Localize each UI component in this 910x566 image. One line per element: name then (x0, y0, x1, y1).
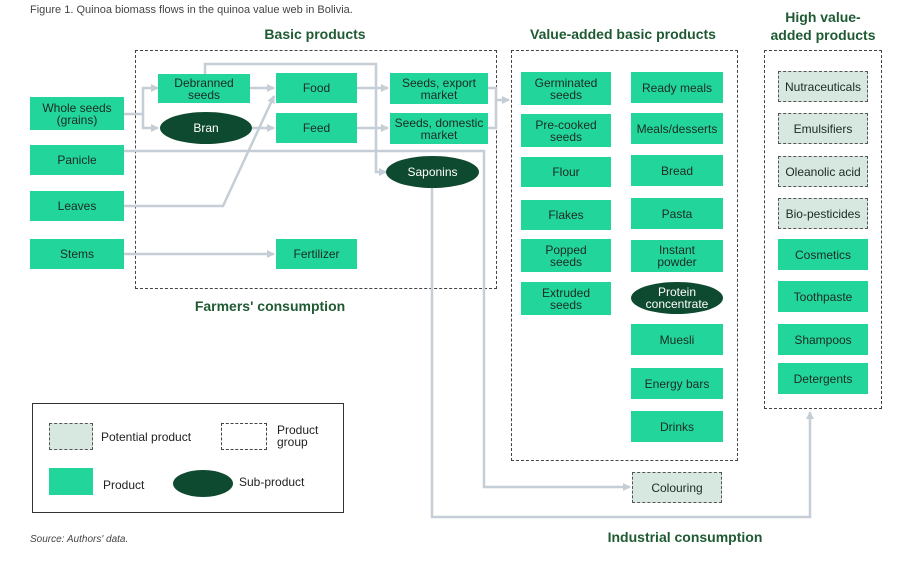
legend-product-swatch (49, 468, 93, 495)
node-shampoos: Shampoos (778, 324, 868, 355)
legend-group-swatch (221, 423, 267, 450)
node-leaves: Leaves (30, 191, 124, 221)
figure-caption: Figure 1. Quinoa biomass flows in the qu… (30, 4, 353, 16)
node-pre-cooked-seeds: Pre-cooked seeds (521, 114, 611, 147)
legend-subproduct-swatch (173, 470, 233, 497)
flow-top-line (203, 62, 387, 176)
heading-industrial-consumption: Industrial consumption (607, 529, 763, 545)
legend-group-label: Product group (277, 423, 319, 449)
value-added-group (511, 50, 738, 461)
node-protein-concentrate: Protein concentrate (631, 282, 723, 314)
flow-seeds-to-debranned (124, 84, 159, 116)
flow-seeds-to-bran (141, 114, 159, 132)
node-seeds-export: Seeds, export market (390, 73, 488, 104)
basic-products-group (135, 50, 497, 289)
node-extruded-seeds: Extruded seeds (521, 282, 611, 315)
node-flour: Flour (521, 157, 611, 187)
node-toothpaste: Toothpaste (778, 281, 868, 312)
legend-potential-label: Potential product (101, 430, 192, 444)
node-stems: Stems (30, 239, 124, 269)
heading-basic-products: Basic products (264, 26, 366, 42)
node-muesli: Muesli (631, 324, 723, 355)
heading-farmers-consumption: Farmers' consumption (194, 298, 346, 314)
node-fertilizer: Fertilizer (276, 239, 357, 269)
legend-subproduct-label: Sub-product (239, 475, 305, 489)
node-panicle: Panicle (30, 145, 124, 175)
node-saponins: Saponins (386, 156, 479, 188)
flow-panicle-to-colouring (124, 149, 631, 491)
heading-high-value: High value- added products (770, 9, 876, 43)
high-value-group (764, 50, 882, 409)
heading-value-added: Value-added basic products (530, 26, 716, 42)
node-bran: Bran (160, 112, 252, 144)
node-popped-seeds: Popped seeds (521, 239, 611, 272)
node-meals-desserts: Meals/desserts (631, 113, 723, 144)
node-bio-pesticides: Bio-pesticides (778, 198, 868, 229)
node-oleanolic-acid: Oleanolic acid (778, 156, 868, 187)
source-note: Source: Authors' data. (30, 534, 129, 545)
node-drinks: Drinks (631, 411, 723, 442)
node-emulsifiers: Emulsifiers (778, 113, 868, 144)
node-colouring: Colouring (632, 472, 722, 503)
node-debranned-seeds: Debranned seeds (158, 74, 250, 103)
legend: Potential product Product group Product … (32, 403, 344, 513)
flow-leaves-to-food (124, 95, 276, 208)
legend-potential-swatch (49, 423, 93, 450)
node-food: Food (276, 73, 357, 103)
node-pasta: Pasta (631, 198, 723, 229)
flow-saponins-to-high-value (430, 186, 814, 519)
node-germinated-seeds: Germinated seeds (521, 72, 611, 105)
node-detergents: Detergents (778, 363, 868, 394)
node-cosmetics: Cosmetics (778, 239, 868, 270)
node-flakes: Flakes (521, 200, 611, 230)
node-feed: Feed (276, 113, 357, 143)
node-instant-powder: Instant powder (631, 240, 723, 272)
flow-domestic-to-value-added (488, 100, 498, 130)
node-seeds-domestic: Seeds, domestic market (390, 113, 488, 144)
node-ready-meals: Ready meals (631, 72, 723, 103)
node-nutraceuticals: Nutraceuticals (778, 71, 868, 102)
legend-product-label: Product (103, 478, 145, 492)
node-energy-bars: Energy bars (631, 368, 723, 399)
node-whole-seeds: Whole seeds (grains) (30, 97, 124, 130)
flow-export-to-value-added (488, 86, 510, 104)
node-bread: Bread (631, 155, 723, 186)
